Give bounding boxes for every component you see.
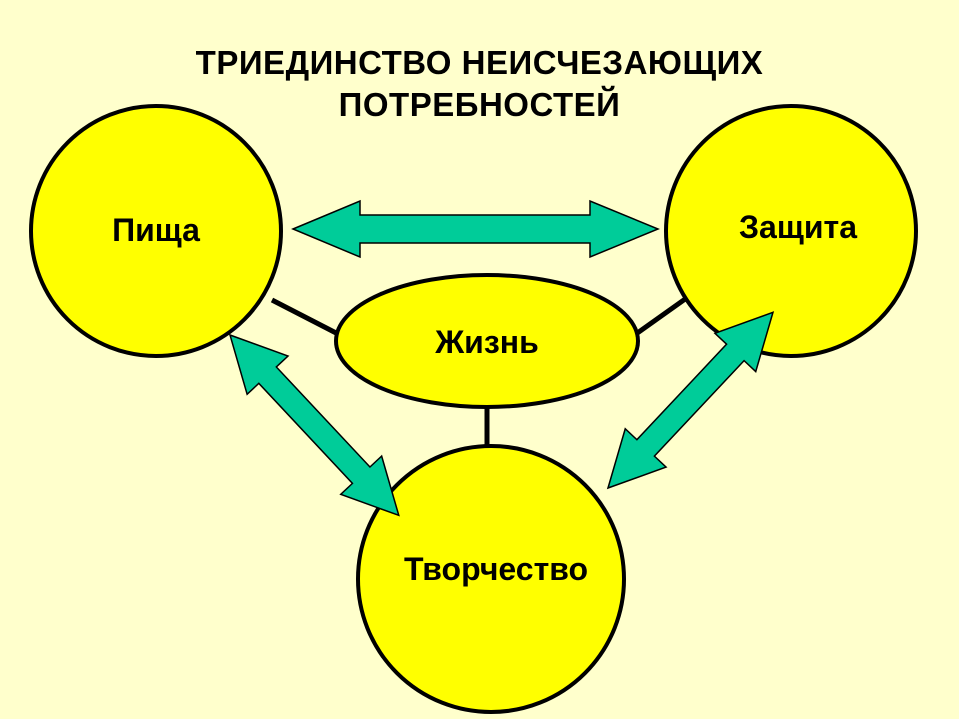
node-food-circle — [29, 104, 283, 358]
node-protection-circle — [664, 104, 918, 358]
node-life-ellipse — [334, 273, 640, 409]
node-protection-label: Защита — [739, 209, 857, 245]
arrow-food-creativity — [228, 333, 400, 517]
node-food-label: Пища — [112, 212, 200, 248]
node-life-label: Жизнь — [434, 324, 539, 360]
arrow-protection-creativity — [606, 311, 775, 490]
node-creativity-circle — [356, 444, 626, 714]
connector-food-life — [270, 297, 342, 338]
title-line-1: ТРИЕДИНСТВО НЕИСЧЕЗАЮЩИХ — [195, 44, 764, 81]
page-title: ТРИЕДИНСТВО НЕИСЧЕЗАЮЩИХ ПОТРЕБНОСТЕЙ — [0, 42, 959, 126]
node-creativity-label: Творчество — [404, 551, 588, 587]
connector-protection-life — [634, 294, 690, 337]
title-line-2: ПОТРЕБНОСТЕЙ — [338, 86, 621, 123]
arrow-food-protection — [291, 199, 660, 259]
